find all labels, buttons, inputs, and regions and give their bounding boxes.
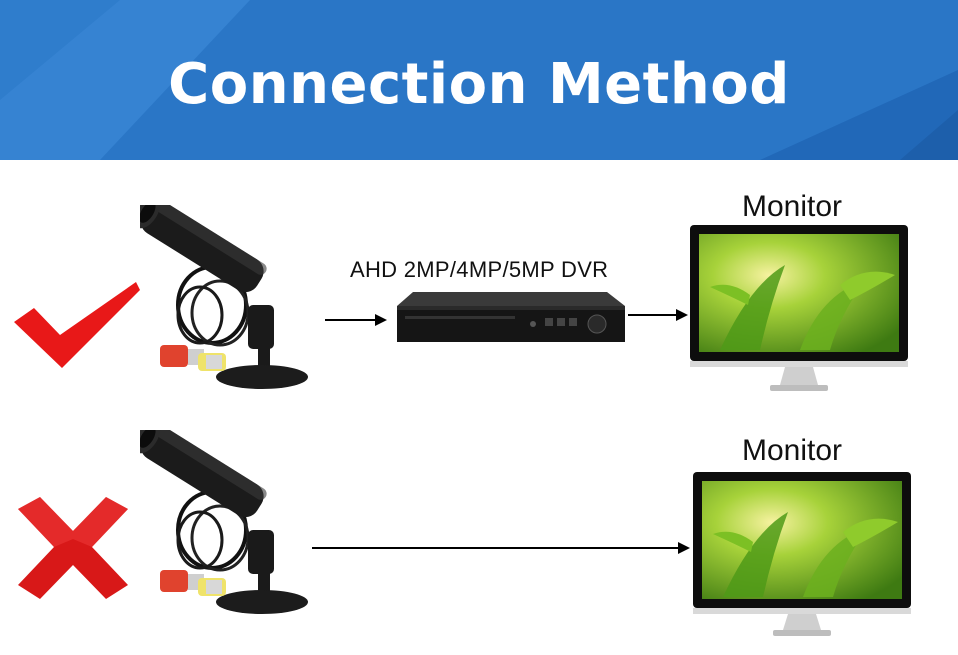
monitor-label-2: Monitor: [742, 434, 843, 467]
header-background: [0, 0, 958, 160]
checkmark-icon: [14, 282, 140, 368]
bullet-camera-1: [140, 205, 308, 389]
dvr-recorder: [397, 292, 625, 342]
arrow-direct-to-monitor: [312, 542, 690, 554]
monitor-1: [690, 225, 908, 391]
cross-icon: [18, 497, 128, 599]
arrow-to-dvr: [325, 314, 387, 326]
bullet-camera-2: [140, 430, 308, 614]
monitor-label-1: Monitor: [742, 190, 843, 223]
header-banner: Connection Method: [0, 0, 958, 160]
monitor-2: [693, 472, 911, 636]
page-title: Connection Method: [168, 52, 790, 117]
arrow-to-monitor-1: [628, 309, 688, 321]
dvr-label: AHD 2MP/4MP/5MP DVR: [350, 257, 609, 282]
